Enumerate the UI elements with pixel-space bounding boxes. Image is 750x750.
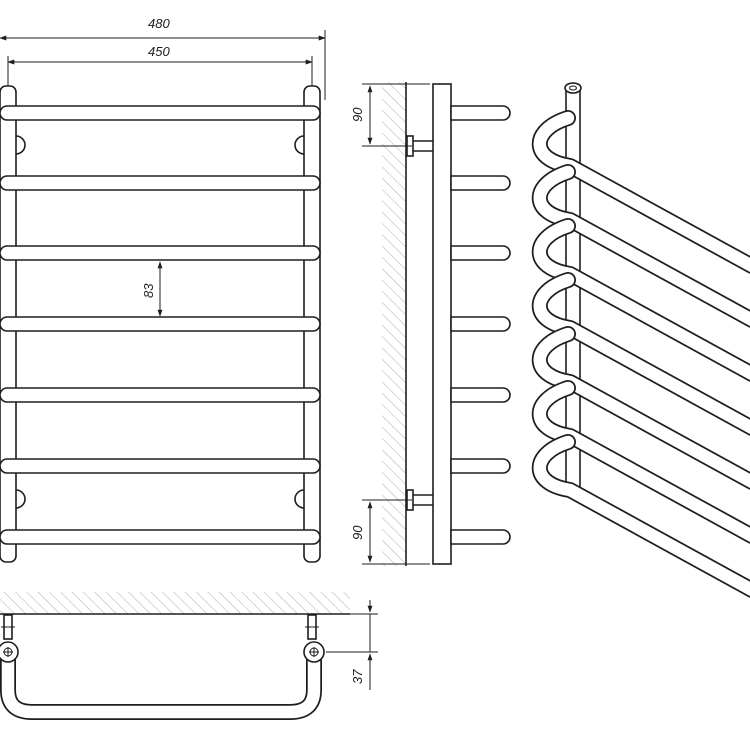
iso-bar	[531, 434, 750, 598]
dimension-bottom-offset: 90	[350, 499, 430, 565]
bar	[0, 245, 321, 261]
dimension-label-450: 450	[148, 44, 170, 59]
top-wall-brackets	[1, 614, 319, 640]
front-view: 480 450	[0, 16, 326, 563]
bar	[0, 316, 321, 332]
dimension-overall-width: 480	[0, 16, 326, 100]
top-view: 37	[0, 592, 378, 720]
side-bars	[450, 105, 511, 545]
side-post	[432, 83, 452, 565]
bar	[0, 529, 321, 545]
front-wall-brackets	[15, 135, 305, 509]
bar	[0, 458, 321, 474]
dimension-wall-offset: 37	[318, 600, 378, 690]
bar	[0, 175, 321, 191]
dimension-label-480: 480	[148, 16, 170, 31]
isometric-view	[531, 82, 750, 598]
side-wall-brackets	[406, 135, 433, 511]
dimension-bar-spacing: 83	[141, 261, 163, 317]
dimension-label-bottom-90: 90	[350, 525, 365, 540]
top-post-ends	[0, 641, 325, 663]
dimension-label-top-90: 90	[350, 107, 365, 122]
dimension-top-offset: 90	[350, 83, 430, 147]
iso-post-cap	[564, 82, 582, 94]
wall-section	[382, 82, 406, 566]
wall-section-top	[0, 592, 350, 614]
top-u-rail	[1, 652, 321, 719]
dimension-label-37: 37	[350, 669, 365, 684]
dimension-center-distance: 450	[7, 44, 313, 100]
dimension-label-83: 83	[141, 283, 156, 298]
bar	[0, 105, 321, 121]
side-view: 90 90	[350, 82, 511, 566]
bar	[0, 387, 321, 403]
front-bars	[0, 105, 321, 545]
iso-bars	[531, 110, 750, 598]
